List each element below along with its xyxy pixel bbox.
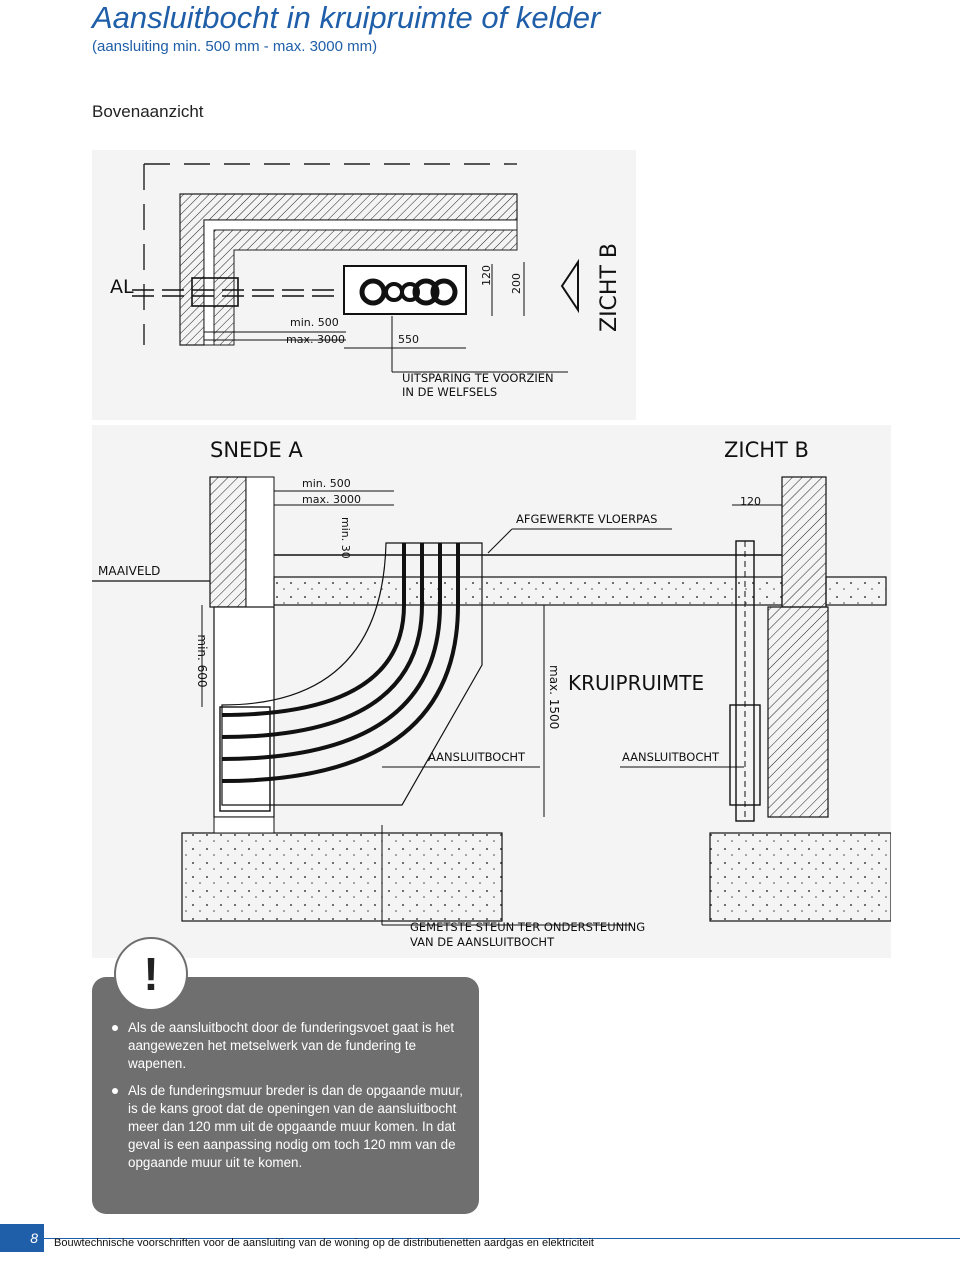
uitsparing-line-2: IN DE WELFSELS	[402, 385, 497, 399]
dim-120-section: 120	[740, 495, 761, 508]
dim-min-500-section: min. 500	[302, 477, 351, 490]
note-bullet-2: Als de funderingsmuur breder is dan de o…	[112, 1082, 464, 1172]
top-view-drawing: AL min. 500 max. 3000 550 120 200 ZICHT …	[92, 150, 636, 420]
dim-120: 120	[480, 265, 493, 286]
maaiveld-label: MAAIVELD	[98, 564, 160, 578]
gemetste-line-2: VAN DE AANSLUITBOCHT	[410, 935, 555, 949]
dim-200: 200	[510, 273, 523, 294]
zicht-b-label-2: ZICHT B	[724, 438, 809, 462]
gemetste-line-1: GEMETSTE STEUN TER ONDERSTEUNING	[410, 920, 645, 934]
dim-max-1500: max. 1500	[547, 665, 561, 729]
afgewerkte-label: AFGEWERKTE VLOERPAS	[516, 512, 657, 526]
dim-max-3000-section: max. 3000	[302, 493, 361, 506]
aansluitbocht-label-left: AANSLUITBOCHT	[428, 750, 526, 764]
aansluitbocht-label-right: AANSLUITBOCHT	[622, 750, 720, 764]
dim-min-600: min. 600	[195, 634, 209, 687]
footer-text: Bouwtechnische voorschriften voor de aan…	[54, 1237, 594, 1249]
zicht-b-label: ZICHT B	[597, 243, 622, 332]
dim-min-30: min. 30	[339, 517, 352, 559]
dim-max-3000: max. 3000	[286, 333, 345, 346]
exclamation-icon: !	[114, 937, 188, 1011]
page-subtitle: (aansluiting min. 500 mm - max. 3000 mm)	[92, 38, 378, 55]
section-view-drawing: SNEDE A ZICHT B MAAIVELD min. 600 min. 5…	[92, 425, 891, 958]
snede-a-label: SNEDE A	[210, 438, 303, 462]
warning-note: Als de aansluitbocht door de funderingsv…	[92, 977, 479, 1214]
dim-550: 550	[398, 333, 419, 346]
dim-min-500: min. 500	[290, 316, 339, 329]
page-title: Aansluitbocht in kruipruimte of kelder	[92, 0, 601, 35]
section-heading: Bovenaanzicht	[92, 102, 204, 121]
footer-rule	[0, 1238, 960, 1239]
note-bullet-1: Als de aansluitbocht door de funderingsv…	[112, 1019, 464, 1073]
note-bullet-list: Als de aansluitbocht door de funderingsv…	[112, 1019, 464, 1181]
label-al: AL	[110, 276, 134, 298]
uitsparing-line-1: UITSPARING TE VOORZIEN	[402, 371, 554, 385]
page-number: 8	[0, 1224, 44, 1252]
kruipruimte-label: KRUIPRUIMTE	[568, 671, 704, 695]
